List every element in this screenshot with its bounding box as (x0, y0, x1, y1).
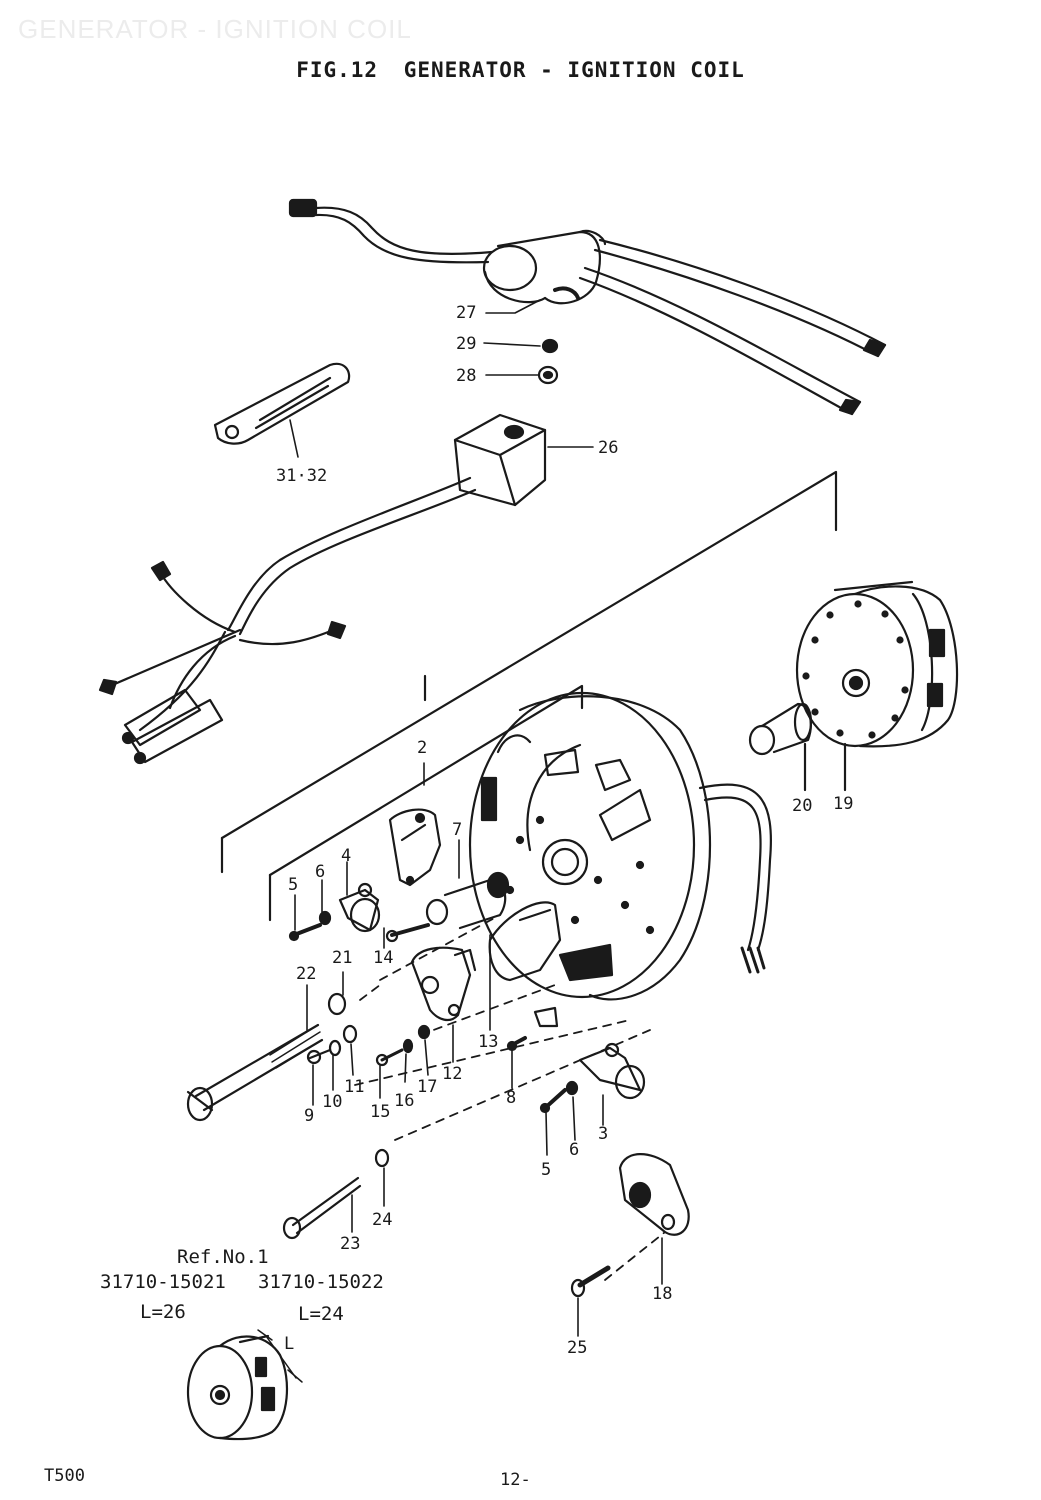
callout-2: 2 (417, 738, 428, 758)
screw-5-upper-part (288, 923, 322, 942)
governor-part (425, 871, 510, 930)
ignition-coil-part (288, 198, 887, 416)
watermark: GENERATOR - IGNITION COIL (18, 14, 412, 44)
condenser-4-part (338, 882, 381, 933)
washer-24-part (374, 1148, 390, 1168)
callout-6-lower: 6 (569, 1140, 580, 1160)
figure-number: FIG.12 (296, 58, 379, 82)
screw-5-lower-part (539, 1088, 567, 1114)
washer-11-part (342, 1024, 358, 1044)
reference-part-a: 31710-15021 (100, 1271, 226, 1293)
callout-3: 3 (598, 1124, 609, 1144)
page-number: 12- (500, 1470, 531, 1490)
callout-5-lower: 5 (541, 1160, 552, 1180)
reference-label: Ref.No.1 (177, 1246, 269, 1268)
callout-8: 8 (506, 1088, 517, 1108)
callout-5-upper: 5 (288, 875, 299, 895)
screw-8-part (506, 1036, 527, 1052)
callout-17: 17 (417, 1077, 438, 1097)
callout-23: 23 (340, 1234, 361, 1254)
bolt-22-part (186, 1023, 324, 1122)
reference-length-a: L=26 (140, 1301, 186, 1323)
rotor-part (795, 580, 959, 792)
callout-11: 11 (344, 1077, 365, 1097)
condenser-part (98, 413, 547, 765)
nut-29-part (541, 338, 559, 354)
callout-26: 26 (598, 438, 619, 458)
callout-19: 19 (833, 794, 854, 814)
callout-29: 29 (456, 334, 477, 354)
callout-28: 28 (456, 366, 477, 386)
callout-15: 15 (370, 1102, 391, 1122)
callout-20: 20 (792, 796, 813, 816)
callout-12: 12 (442, 1064, 463, 1084)
screw-15-part (375, 1048, 404, 1067)
nut-28-part (537, 365, 559, 385)
bracket-part (213, 362, 351, 445)
washer-21-part (327, 992, 347, 1016)
callout-10: 10 (322, 1092, 343, 1112)
callout-25: 25 (567, 1338, 588, 1358)
condenser-3-part (578, 1042, 646, 1100)
figure-name: GENERATOR - IGNITION COIL (403, 58, 745, 82)
clip-part (533, 1006, 559, 1028)
callout-7: 7 (452, 820, 463, 840)
callout-14: 14 (373, 948, 394, 968)
screw-9-part (306, 1048, 332, 1065)
screw-25-part (570, 1265, 611, 1298)
contact-breaker-upper-part (388, 808, 442, 887)
dimension-label: L (284, 1334, 295, 1354)
washer-6-upper-part (318, 910, 332, 926)
reference-part-b: 31710-15022 (258, 1271, 384, 1293)
washer-16-part (402, 1038, 414, 1054)
callout-27: 27 (456, 303, 477, 323)
cover-18-part (618, 1153, 690, 1236)
callout-22: 22 (296, 964, 317, 984)
callout-21: 21 (332, 948, 353, 968)
callout-13: 13 (478, 1032, 499, 1052)
reference-rotor-part (186, 1329, 303, 1441)
washer-6-lower-part (565, 1080, 579, 1096)
screw-14-part (385, 923, 430, 943)
callout-9: 9 (304, 1106, 315, 1126)
figure-title: FIG.12 GENERATOR - IGNITION COIL (0, 58, 1041, 82)
callout-6-upper: 6 (315, 862, 326, 882)
washer-10-part (328, 1039, 342, 1057)
callout-18: 18 (652, 1284, 673, 1304)
stator-part (468, 691, 772, 1001)
callout-31-32: 31·32 (276, 466, 328, 486)
callout-4: 4 (341, 846, 352, 866)
callout-24: 24 (372, 1210, 393, 1230)
reference-length-b: L=24 (298, 1303, 344, 1325)
bolt-23-part (282, 1176, 362, 1240)
breaker-base-part (488, 901, 562, 982)
callout-16: 16 (394, 1091, 415, 1111)
contact-breaker-lower-part (410, 946, 477, 1022)
model-code: T500 (44, 1466, 85, 1486)
cam-part (748, 702, 813, 792)
